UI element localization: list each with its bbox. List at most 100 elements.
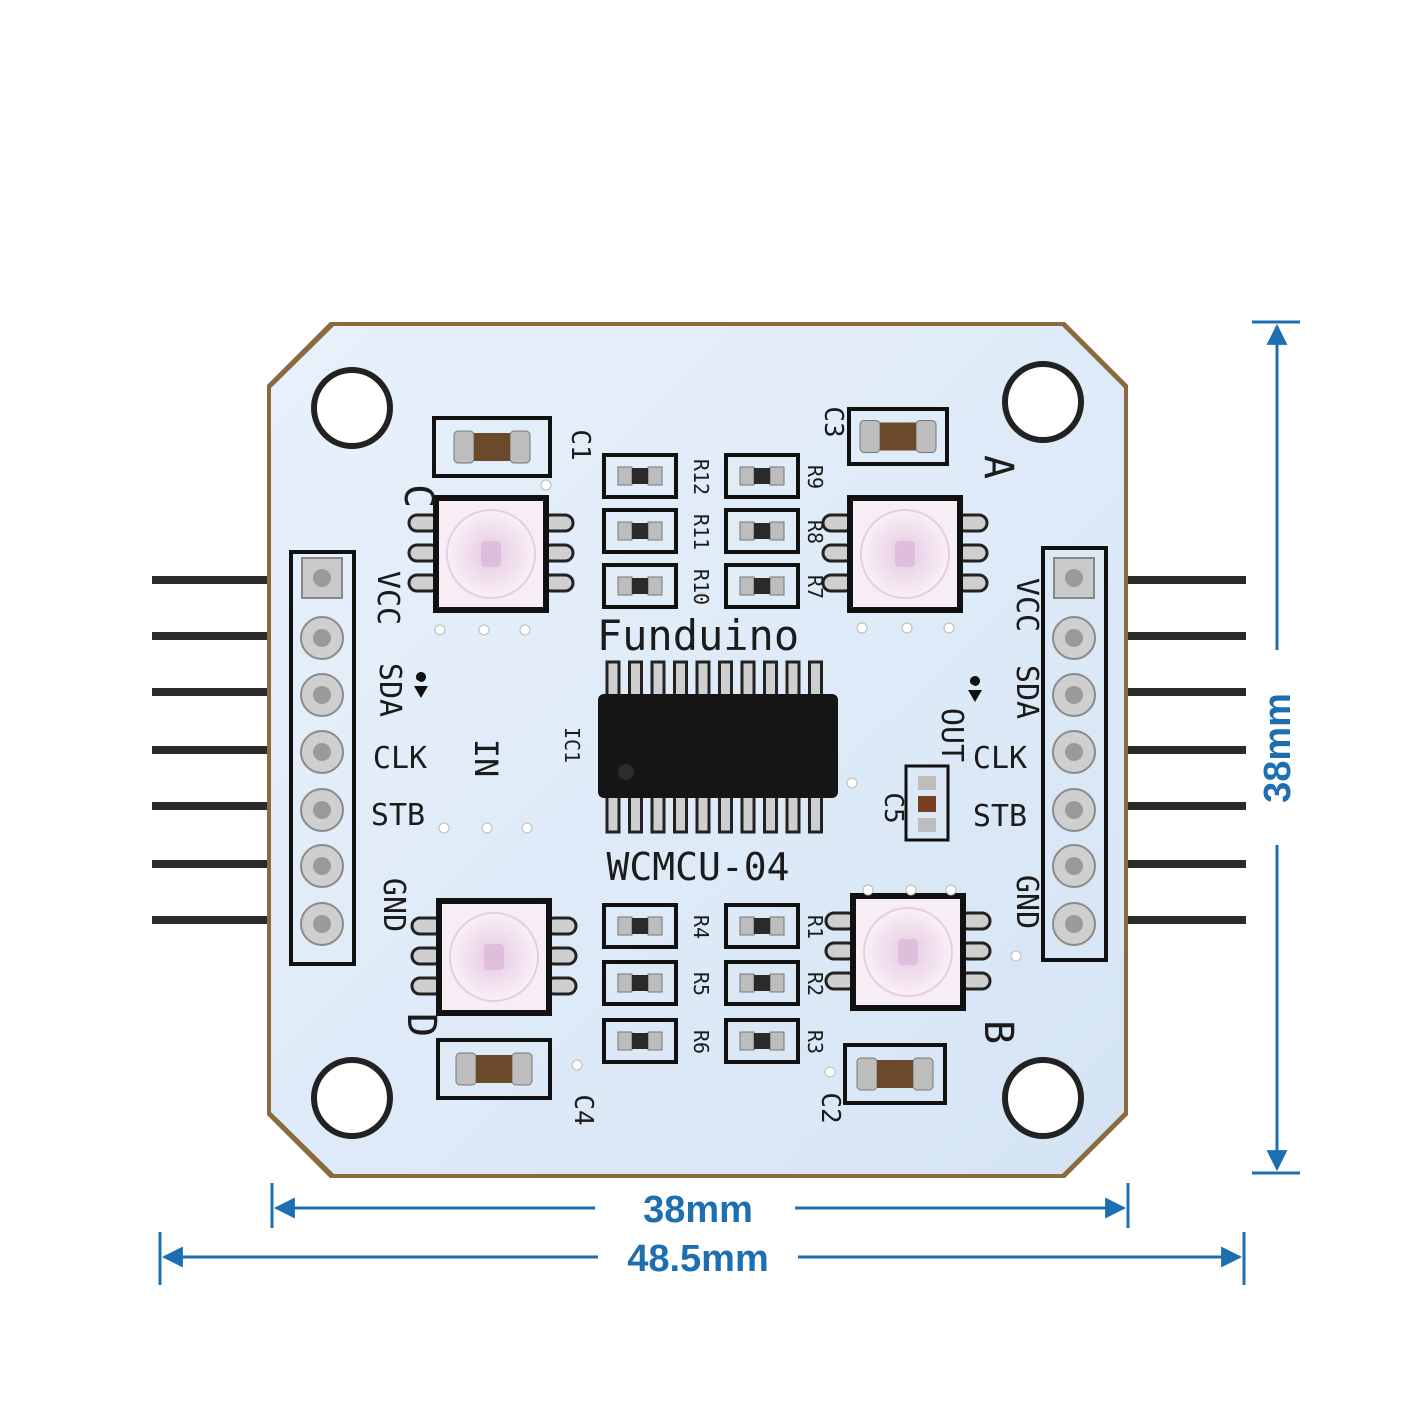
mounting-hole-top-right — [1002, 361, 1084, 443]
header-pin-left — [152, 632, 270, 640]
ic-pin — [695, 792, 711, 834]
resistor — [602, 508, 678, 554]
capacitor-c3 — [847, 407, 949, 466]
resistor — [602, 903, 678, 949]
resistor-label: R3 — [803, 1030, 827, 1054]
right-header-pads — [1052, 557, 1096, 946]
resistor — [602, 453, 678, 499]
led-label-a: A — [975, 455, 1021, 479]
resistor-label: R5 — [689, 972, 713, 996]
dimension-height-board: 38mm — [1252, 320, 1300, 1175]
ic-pin — [605, 660, 621, 700]
resistor — [724, 508, 800, 554]
mounting-hole-bottom-left — [311, 1057, 393, 1139]
ic-pin — [605, 792, 621, 834]
rgb-led-d — [410, 898, 578, 1016]
led-label-c: C — [395, 484, 441, 508]
resistor-label: R11 — [689, 514, 713, 550]
header-pin-left — [152, 746, 270, 754]
resistor-label: R12 — [689, 459, 713, 495]
header-pin-left — [152, 688, 270, 696]
resistors — [602, 453, 800, 1064]
rgb-leds — [407, 495, 992, 1016]
led-label-b: B — [975, 1020, 1021, 1044]
header-pin-right — [1126, 802, 1246, 810]
test-points — [434, 479, 1022, 1078]
output-direction-arrow-icon — [968, 676, 982, 702]
ic-pin — [763, 792, 778, 834]
header-pin-right — [1126, 576, 1246, 584]
cap-label-c1: C1 — [565, 429, 595, 460]
ic-label: IC1 — [560, 727, 584, 763]
resistor — [724, 960, 800, 1006]
ic-pin — [650, 792, 666, 834]
ic-pin — [785, 660, 801, 700]
resistor — [724, 563, 800, 609]
mounting-hole-bottom-right — [1002, 1057, 1084, 1139]
rgb-led-c — [407, 495, 575, 613]
resistor-label: R6 — [689, 1030, 713, 1054]
ic-pin — [718, 660, 733, 700]
left-header-pins — [152, 576, 270, 924]
pin-label-left-stb: STB — [371, 798, 425, 833]
rgb-led-b — [824, 893, 992, 1011]
header-pin-right — [1126, 688, 1246, 696]
ic-pin — [740, 660, 756, 700]
capacitors — [432, 407, 950, 1105]
ic-pin — [650, 660, 666, 700]
cap-label-c4: C4 — [568, 1094, 598, 1125]
ic-pin — [740, 792, 756, 834]
ic-pin — [808, 660, 823, 700]
ic-pin — [695, 660, 711, 700]
cap-label-c2: C2 — [815, 1092, 845, 1123]
mounting-holes — [311, 361, 1084, 1139]
ic-pin — [808, 792, 823, 834]
cap-label-c3: C3 — [818, 406, 848, 437]
mounting-hole-top-left — [311, 367, 393, 449]
brand-label: Funduino — [597, 611, 799, 660]
cap-label-c5: C5 — [878, 792, 908, 823]
dimension-label-board-height: 38mm — [1257, 693, 1299, 803]
header-pin-left — [152, 860, 270, 868]
ic-pin — [718, 792, 733, 834]
input-direction-arrow-icon — [414, 672, 428, 698]
header-pin-right — [1126, 916, 1246, 924]
header-pin-left — [152, 802, 270, 810]
led-label-d: D — [398, 1013, 444, 1037]
capacitor-c2 — [843, 1043, 947, 1105]
resistor — [602, 960, 678, 1006]
resistor — [602, 563, 678, 609]
resistor-label: R1 — [803, 915, 827, 939]
rgb-led-a — [821, 495, 989, 613]
resistor-label: R8 — [803, 520, 827, 544]
pin-label-left-vcc: VCC — [370, 571, 405, 625]
pin-label-right-clk: CLK — [973, 741, 1027, 776]
pin-label-left-clk: CLK — [373, 741, 427, 776]
dimension-label-board-width: 38mm — [643, 1189, 753, 1231]
left-header-outline — [289, 550, 356, 966]
ic-pin — [628, 792, 643, 834]
right-header-pins — [1126, 576, 1246, 924]
dimension-width-overall: 48.5mm — [158, 1232, 1246, 1285]
dimension-label-overall-width: 48.5mm — [627, 1238, 769, 1280]
header-pin-right — [1126, 746, 1246, 754]
pin-label-right-sda: SDA — [1009, 665, 1044, 719]
pin-label-left-gnd: GND — [376, 878, 411, 932]
ic-chip — [598, 660, 838, 834]
input-label: IN — [467, 739, 505, 778]
resistor-label: R10 — [689, 569, 713, 605]
capacitor-c1 — [432, 416, 552, 478]
header-pin-left — [152, 576, 270, 584]
model-label: WCMCU-04 — [606, 845, 789, 889]
resistor — [724, 1018, 800, 1064]
pin-label-left-sda: SDA — [372, 663, 407, 717]
ic-pin — [763, 660, 778, 700]
resistor-label: R9 — [803, 465, 827, 489]
resistor — [602, 1018, 678, 1064]
left-header-pads — [300, 557, 344, 946]
ic-pin — [628, 660, 643, 700]
ic-pin — [673, 792, 688, 834]
header-pin-right — [1126, 860, 1246, 868]
